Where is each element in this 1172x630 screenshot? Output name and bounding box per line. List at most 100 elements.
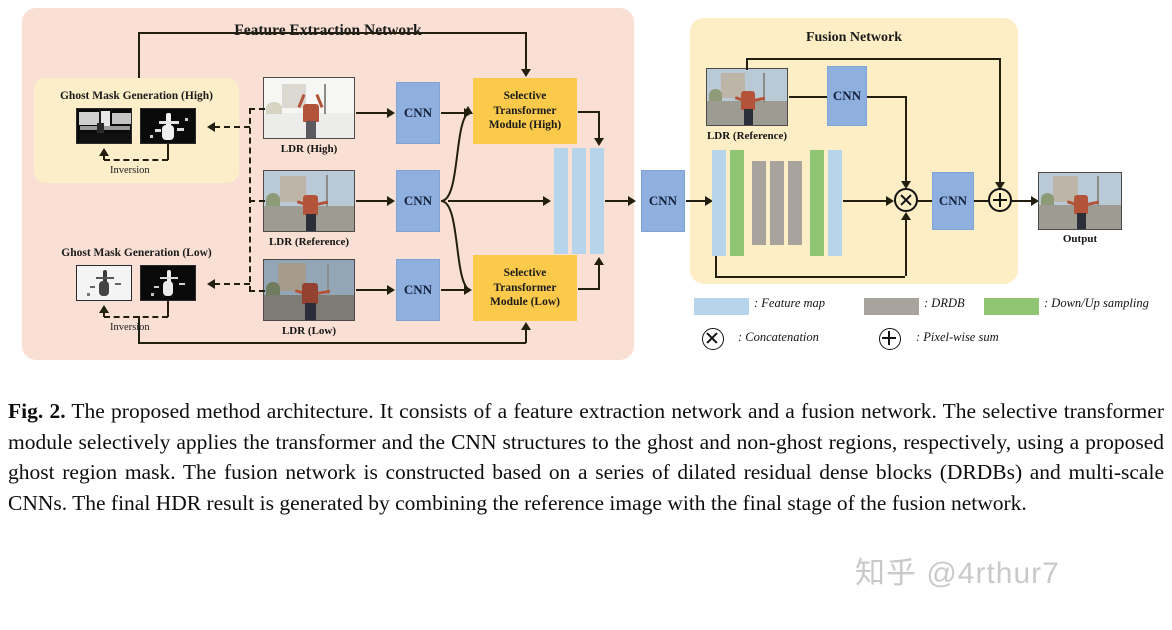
mask-low-bottom-arrow <box>521 322 531 330</box>
gmg-high-inv-up <box>103 152 105 160</box>
ldr-high-to-cnn-arrow <box>387 108 395 118</box>
ldr-low-label: LDR (Low) <box>281 325 337 337</box>
legend-text-concatenation: : Concatenation <box>738 330 819 344</box>
fusion-feature-map-out <box>828 150 842 256</box>
fusion-upsampling-block <box>810 150 824 256</box>
legend-text-feature-map: : Feature map <box>754 296 826 310</box>
gmg-low-inversion-label: Inversion <box>110 322 150 333</box>
cnn-to-sum-line <box>974 200 988 202</box>
gmg-high-inv-down <box>167 144 169 160</box>
legend-swatch-feature-map <box>694 298 749 315</box>
fusion-cnn-box: CNN <box>827 66 867 126</box>
cnn-high-box: CNN <box>396 82 440 144</box>
sum-to-output-arrow <box>1031 196 1039 206</box>
legend-icon-pixel-wise-sum <box>879 328 901 350</box>
fusion-residual-run <box>715 276 905 278</box>
output-label: Output <box>1062 233 1098 245</box>
fusion-reference-thumbnail <box>706 68 788 126</box>
legend-text-down-up: : Down/Up sampling <box>1044 296 1149 310</box>
fusion-skip-up <box>746 58 748 70</box>
gmg-low-inv-down <box>167 301 169 317</box>
legend-icon-concatenation <box>702 328 724 350</box>
ldr-ref-to-cnn-arrow <box>387 196 395 206</box>
legend: : Feature map : DRDB : Down/Up sampling … <box>694 294 1164 362</box>
bridge-to-fusion-line <box>686 200 706 202</box>
fusion-skip-drop <box>999 58 1001 184</box>
fusion-backbone-out-line <box>843 200 887 202</box>
cnn-low-to-stm-arrow <box>464 285 472 295</box>
reference-branch-curves <box>440 112 469 290</box>
mask-high-feed-arrow <box>207 122 215 132</box>
ldr-low-thumbnail <box>263 259 355 321</box>
stm-high-out-drop <box>598 111 600 139</box>
mask-low-bottom-line <box>138 316 140 344</box>
caption-label: Fig. 2. <box>8 399 66 423</box>
caption-text: The proposed method architecture. It con… <box>8 399 1164 515</box>
mask-high-feed-dash <box>214 126 250 128</box>
ldr-high-to-cnn-line <box>356 112 388 114</box>
fen-feature-map-3 <box>590 148 604 254</box>
fen-feature-map-2 <box>572 148 586 254</box>
ghost-mask-low-grayscale <box>76 265 132 301</box>
cnn-low-to-stm-line <box>441 289 465 291</box>
fusion-residual-arrow <box>901 212 911 220</box>
mask-low-bottom-rise <box>525 330 527 343</box>
legend-text-pixel-wise-sum: : Pixel-wise sum <box>916 330 999 344</box>
stm-low-out-arrow <box>594 257 604 265</box>
bridge-to-fusion-arrow <box>705 196 713 206</box>
stm-high-out-line <box>578 111 600 113</box>
ghost-mask-high-grayscale <box>76 108 132 144</box>
sum-to-output-line <box>1012 200 1034 202</box>
fusion-skip-run <box>746 58 1001 60</box>
fmap-to-bridge-arrow <box>628 196 636 206</box>
watermark: 知乎 @4rthur7 <box>855 557 1060 590</box>
ghost-mask-generation-high-panel <box>34 78 239 183</box>
fusion-ref-to-cnn-line <box>789 96 827 98</box>
fusion-drdb-1 <box>752 161 766 245</box>
cnn-ref-to-fmap-line <box>448 200 544 202</box>
fusion-residual-down <box>715 256 717 278</box>
bridge-cnn-box: CNN <box>641 170 685 232</box>
gmg-high-inversion-label: Inversion <box>110 165 150 176</box>
fusion-cnn-out-arrow <box>901 181 911 189</box>
fusion-cnn-out-drop <box>905 96 907 182</box>
gmg-high-inv-dash <box>104 159 168 161</box>
gmg-low-inv-up <box>103 309 105 317</box>
selective-transformer-module-high: Selective Transformer Module (High) <box>473 78 577 144</box>
fen-feature-map-1 <box>554 148 568 254</box>
feature-extraction-title: Feature Extraction Network <box>234 22 422 39</box>
dash-to-ldr-high <box>249 108 265 110</box>
dash-to-ldr-low <box>249 290 265 292</box>
fusion-reference-label: LDR (Reference) <box>706 130 788 142</box>
fusion-network-panel <box>690 18 1018 284</box>
mask-low-feed-arrow <box>207 279 215 289</box>
fusion-cnn-out-line <box>867 96 907 98</box>
fusion-skip-arrow <box>995 182 1005 190</box>
ref-branch-high-arrow <box>463 106 473 114</box>
stm-low-out-line <box>578 288 600 290</box>
ldr-reference-thumbnail <box>263 170 355 232</box>
legend-swatch-drdb <box>864 298 919 315</box>
pixel-wise-sum-operator <box>988 188 1012 212</box>
cnn-low-box: CNN <box>396 259 440 321</box>
mask-high-top-drop <box>525 32 527 70</box>
stm-low-out-rise <box>598 265 600 289</box>
fusion-network-title: Fusion Network <box>805 30 903 45</box>
fusion-downsampling-block <box>730 150 744 256</box>
fusion-final-cnn-box: CNN <box>932 172 974 230</box>
mask-high-top-arrow <box>521 69 531 77</box>
legend-swatch-down-up <box>984 298 1039 315</box>
fusion-feature-map-in <box>712 150 726 256</box>
stm-high-out-arrow <box>594 138 604 146</box>
mask-high-top-run <box>138 32 526 34</box>
fusion-drdb-3 <box>788 161 802 245</box>
concatenation-operator <box>894 188 918 212</box>
fusion-backbone-out-arrow <box>886 196 894 206</box>
mask-high-top-line <box>138 32 140 78</box>
ghost-mask-generation-low-title: Ghost Mask Generation (Low) <box>61 247 212 259</box>
mask-low-bottom-run <box>138 342 526 344</box>
gmg-low-inv-dash <box>104 316 168 318</box>
figure-diagram: Feature Extraction Network Fusion Networ… <box>22 8 1164 362</box>
output-thumbnail <box>1038 172 1122 230</box>
ldr-high-label: LDR (High) <box>280 143 338 155</box>
